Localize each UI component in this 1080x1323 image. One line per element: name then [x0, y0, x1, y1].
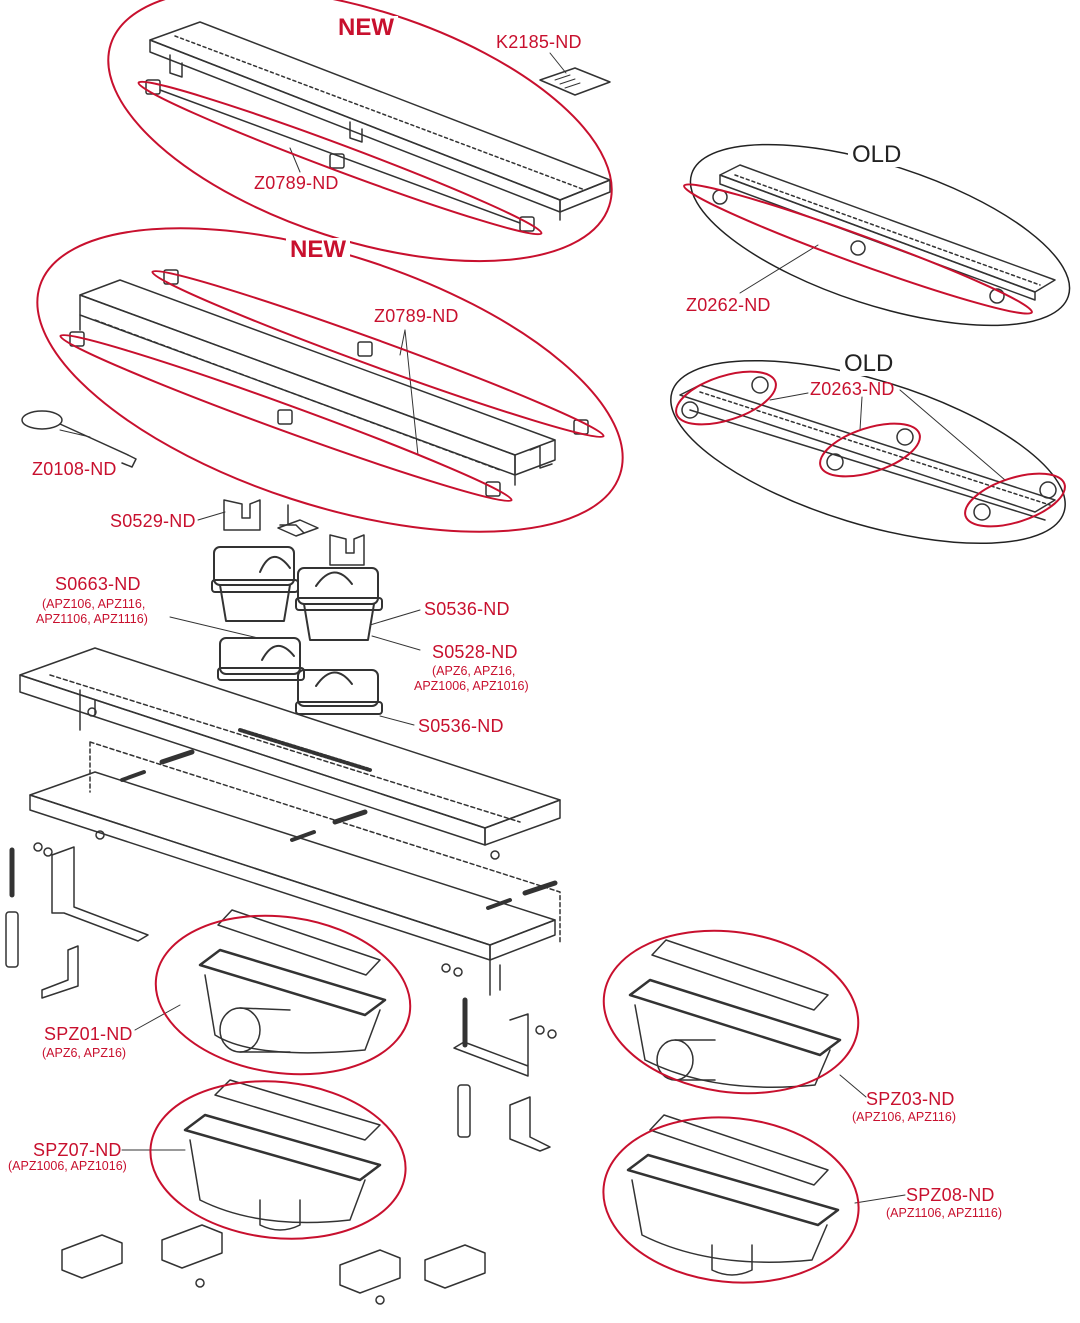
label-spz03-models: (APZ106, APZ116): [852, 1110, 956, 1124]
clip-outline-b: [819, 422, 921, 478]
new-group-top-outline: [107, 0, 613, 263]
gasket-old-outline: [683, 183, 1033, 315]
label-s0536-a: S0536-ND: [424, 599, 510, 619]
tag-new-top: NEW: [334, 16, 398, 40]
label-spz07-models: (APZ1006, APZ1016): [8, 1159, 127, 1173]
label-s0528: S0528-ND: [432, 642, 518, 662]
mounting-brackets: [5, 842, 557, 1152]
label-spz07: SPZ07-ND: [33, 1140, 122, 1160]
z0108-hook-tool: [21, 410, 137, 468]
label-z0262: Z0262-ND: [686, 295, 771, 315]
spz08-outline: [602, 1116, 860, 1284]
label-spz01: SPZ01-ND: [44, 1024, 133, 1044]
channel-profile-mid: [79, 279, 556, 486]
label-s0663-models: (APZ106, APZ116,: [42, 597, 146, 611]
old-group-top-outline: [689, 143, 1071, 327]
tag-old-mid: OLD: [840, 352, 898, 376]
label-s0663-models-2: APZ1106, APZ1116): [36, 612, 148, 626]
label-s0529: S0529-ND: [110, 511, 196, 531]
tag-old-top: OLD: [848, 143, 906, 167]
label-s0536-b: S0536-ND: [418, 716, 504, 736]
label-z0789-top: Z0789-ND: [254, 173, 339, 193]
label-k2185: K2185-ND: [496, 32, 582, 52]
clip-outline-c: [964, 472, 1066, 528]
label-z0263: Z0263-ND: [810, 379, 895, 399]
label-z0108: Z0108-ND: [32, 459, 117, 479]
new-group-mid-outline: [36, 227, 624, 533]
channel-body-lower: [29, 741, 561, 996]
gasket-mid-outline-b: [59, 334, 513, 502]
clip-outline-a: [675, 370, 777, 426]
label-spz08-models: (APZ1106, APZ1116): [886, 1206, 1003, 1220]
screws: [9, 749, 558, 1048]
label-z0789-mid: Z0789-ND: [374, 306, 459, 326]
gasket-mid-outline-a: [151, 270, 605, 438]
feet-brackets-bottom: [61, 1224, 486, 1305]
siphon-insert-lower: [217, 637, 383, 715]
label-spz01-models: (APZ6, APZ16): [42, 1046, 127, 1060]
gasket-strips-mid: [69, 269, 589, 497]
siphon-spz08: [626, 1114, 840, 1276]
channel-grate-old: [712, 164, 1056, 304]
s0529-clips: [223, 499, 365, 566]
spz03-outline: [602, 929, 860, 1095]
siphon-insert-upper: [211, 546, 383, 641]
k2185-pad: [539, 67, 611, 96]
gasket-top-outline: [137, 80, 543, 236]
spz01-outline: [154, 914, 412, 1076]
tag-new-mid: NEW: [286, 238, 350, 262]
label-s0528-models: (APZ6, APZ16,: [432, 664, 516, 678]
siphon-spz03: [628, 939, 842, 1088]
old-group-mid-outline: [670, 359, 1066, 545]
label-spz03: SPZ03-ND: [866, 1089, 955, 1109]
spz07-outline: [149, 1080, 407, 1240]
siphon-spz07: [183, 1079, 382, 1231]
label-s0528-models-2: APZ1006, APZ1016): [414, 679, 529, 693]
channel-body-main: [19, 647, 561, 846]
gasket-strip-top: [145, 79, 535, 232]
siphon-spz01: [198, 909, 387, 1054]
label-s0663: S0663-ND: [55, 574, 141, 594]
label-spz08: SPZ08-ND: [906, 1185, 995, 1205]
